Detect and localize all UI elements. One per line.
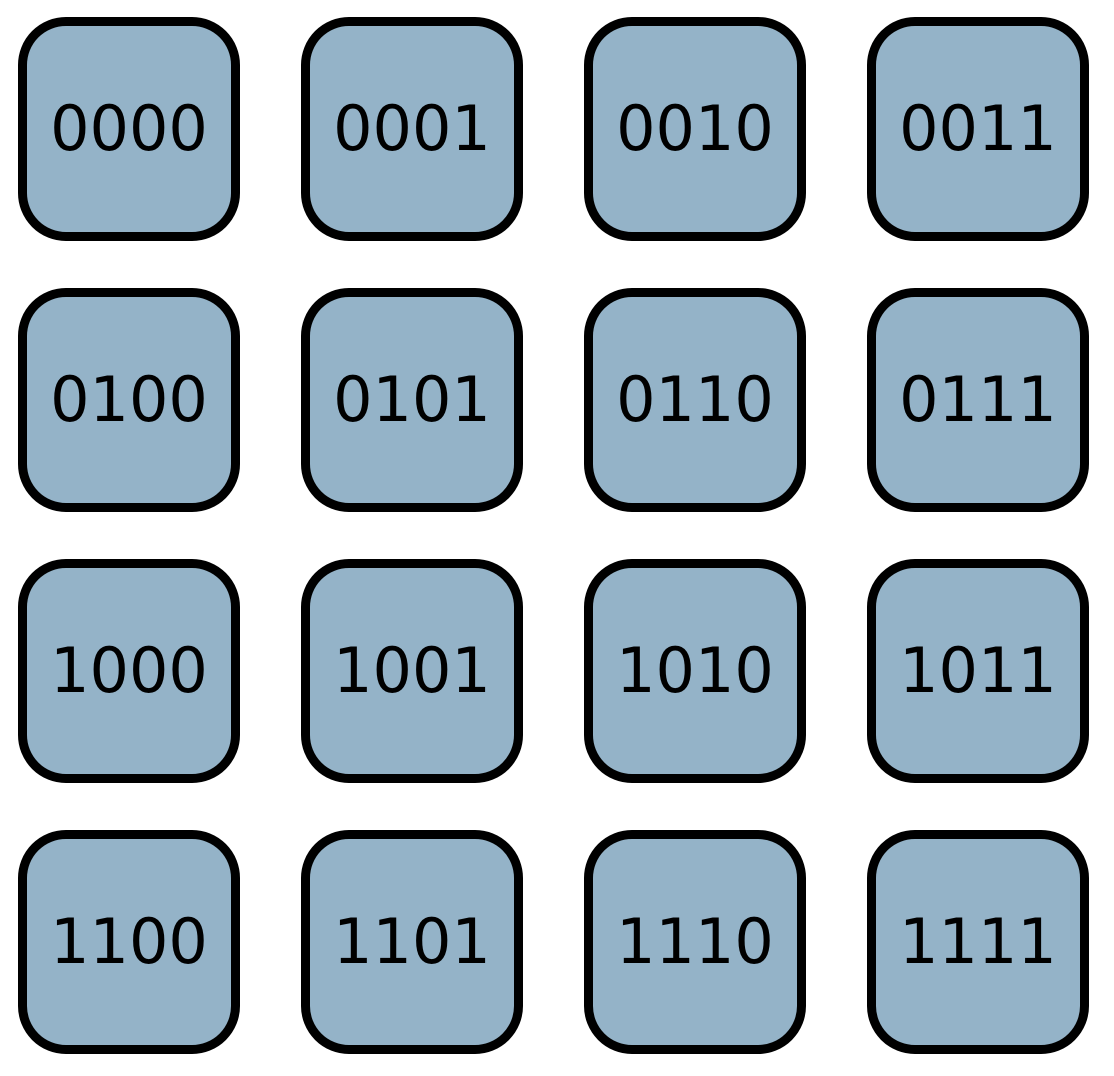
tile-label: 0001 <box>333 92 491 165</box>
tile-label: 0110 <box>616 363 774 436</box>
tile-label: 1000 <box>50 634 208 707</box>
tile-label: 0010 <box>616 92 774 165</box>
tile-1101: 1101 <box>301 830 523 1054</box>
tile-label: 1011 <box>899 634 1057 707</box>
tile-label: 1001 <box>333 634 491 707</box>
tile-1000: 1000 <box>18 559 240 783</box>
tile-0001: 0001 <box>301 17 523 241</box>
tile-label: 1010 <box>616 634 774 707</box>
tile-label: 1101 <box>333 905 491 978</box>
tile-label: 0101 <box>333 363 491 436</box>
tile-1011: 1011 <box>867 559 1089 783</box>
tile-0110: 0110 <box>584 288 806 512</box>
tile-label: 1110 <box>616 905 774 978</box>
tile-1001: 1001 <box>301 559 523 783</box>
tile-1110: 1110 <box>584 830 806 1054</box>
tile-0111: 0111 <box>867 288 1089 512</box>
tile-1010: 1010 <box>584 559 806 783</box>
tile-label: 1100 <box>50 905 208 978</box>
tile-0100: 0100 <box>18 288 240 512</box>
tile-1111: 1111 <box>867 830 1089 1054</box>
tile-label: 0100 <box>50 363 208 436</box>
tile-label: 0111 <box>899 363 1057 436</box>
tile-1100: 1100 <box>18 830 240 1054</box>
tile-0000: 0000 <box>18 17 240 241</box>
tile-label: 0000 <box>50 92 208 165</box>
tile-label: 0011 <box>899 92 1057 165</box>
tile-0101: 0101 <box>301 288 523 512</box>
tile-0010: 0010 <box>584 17 806 241</box>
tile-label: 1111 <box>899 905 1057 978</box>
tile-0011: 0011 <box>867 17 1089 241</box>
